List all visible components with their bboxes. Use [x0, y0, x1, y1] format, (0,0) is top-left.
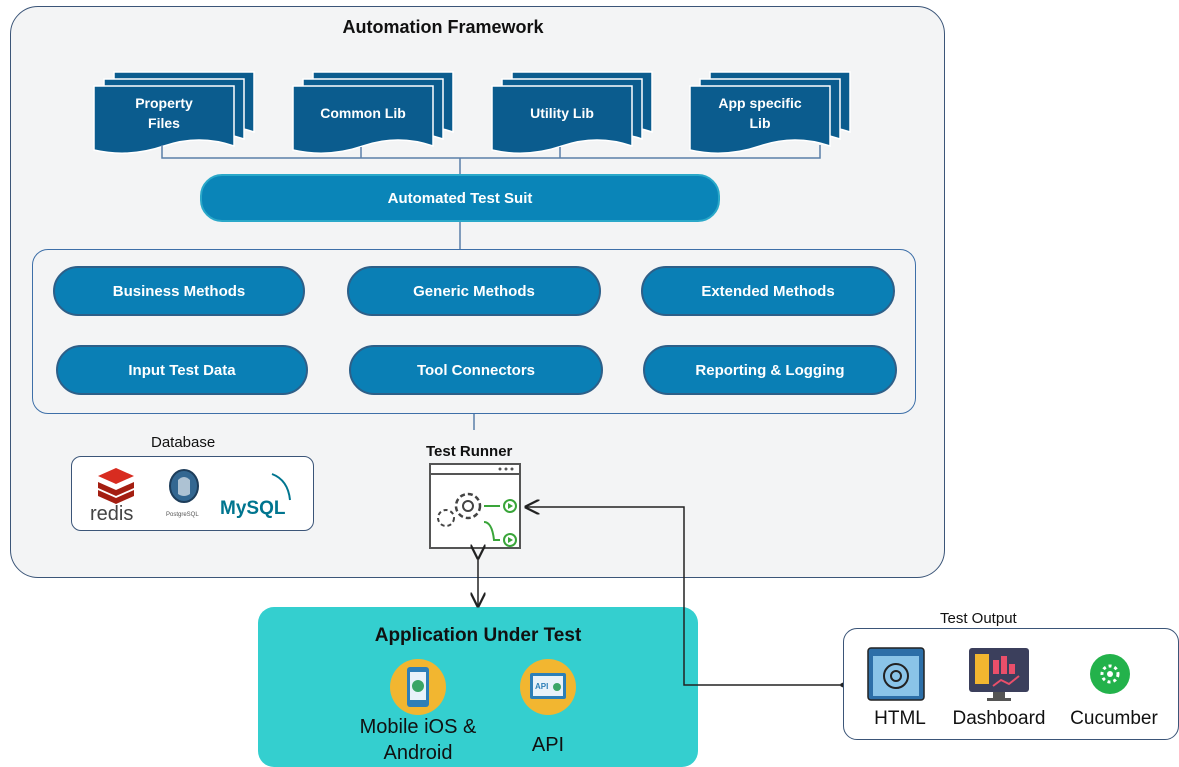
redis-icon [98, 468, 134, 504]
mysql-logo-text: MySQL [220, 498, 286, 519]
aut-item-api: API [531, 734, 565, 756]
aut-item-mobile: Mobile iOS & Android [338, 714, 498, 766]
redis-logo-text: redis [90, 503, 133, 525]
output-dashboard-label: Dashboard [952, 708, 1046, 729]
library-common-lib: Common Lib [293, 86, 433, 140]
library-label: Utility Lib [530, 105, 594, 121]
method-extended-methods: Extended Methods [641, 266, 895, 316]
output-html-label: HTML [874, 708, 926, 729]
html-report-icon [867, 647, 925, 701]
mysql-icon [271, 473, 291, 501]
dashboard-icon [969, 648, 1029, 701]
postgresql-icon [169, 469, 199, 503]
method-generic-methods: Generic Methods [347, 266, 601, 316]
aut-item-mobile-line1: Mobile iOS & [359, 716, 477, 738]
automated-test-suit: Automated Test Suit [200, 174, 720, 222]
test-runner-icon [429, 463, 521, 549]
library-label: Common Lib [320, 105, 406, 121]
library-label-line1: App specific [718, 95, 802, 111]
method-reporting-logging: Reporting & Logging [643, 345, 897, 395]
library-label-line2: Lib [749, 115, 771, 131]
method-input-test-data: Input Test Data [56, 345, 308, 395]
framework-title: Automation Framework [342, 17, 544, 37]
cucumber-icon [1090, 654, 1130, 694]
output-cucumber-label: Cucumber [1070, 708, 1158, 729]
method-business-methods: Business Methods [53, 266, 305, 316]
aut-item-mobile-line2: Android [383, 742, 453, 764]
library-label-line2: Files [148, 115, 180, 131]
library-label-line1: Property [135, 95, 193, 111]
test-output-title: Test Output [940, 610, 1017, 627]
library-utility-lib: Utility Lib [492, 86, 632, 140]
database-logos: redis PostgreSQL MySQL [90, 468, 291, 525]
mobile-icon [390, 659, 446, 715]
postgresql-logo-text: PostgreSQL [166, 512, 199, 518]
method-tool-connectors: Tool Connectors [349, 345, 603, 395]
runner-output-arrow [526, 507, 842, 685]
database-title: Database [151, 434, 216, 451]
test-runner-title: Test Runner [426, 443, 513, 460]
